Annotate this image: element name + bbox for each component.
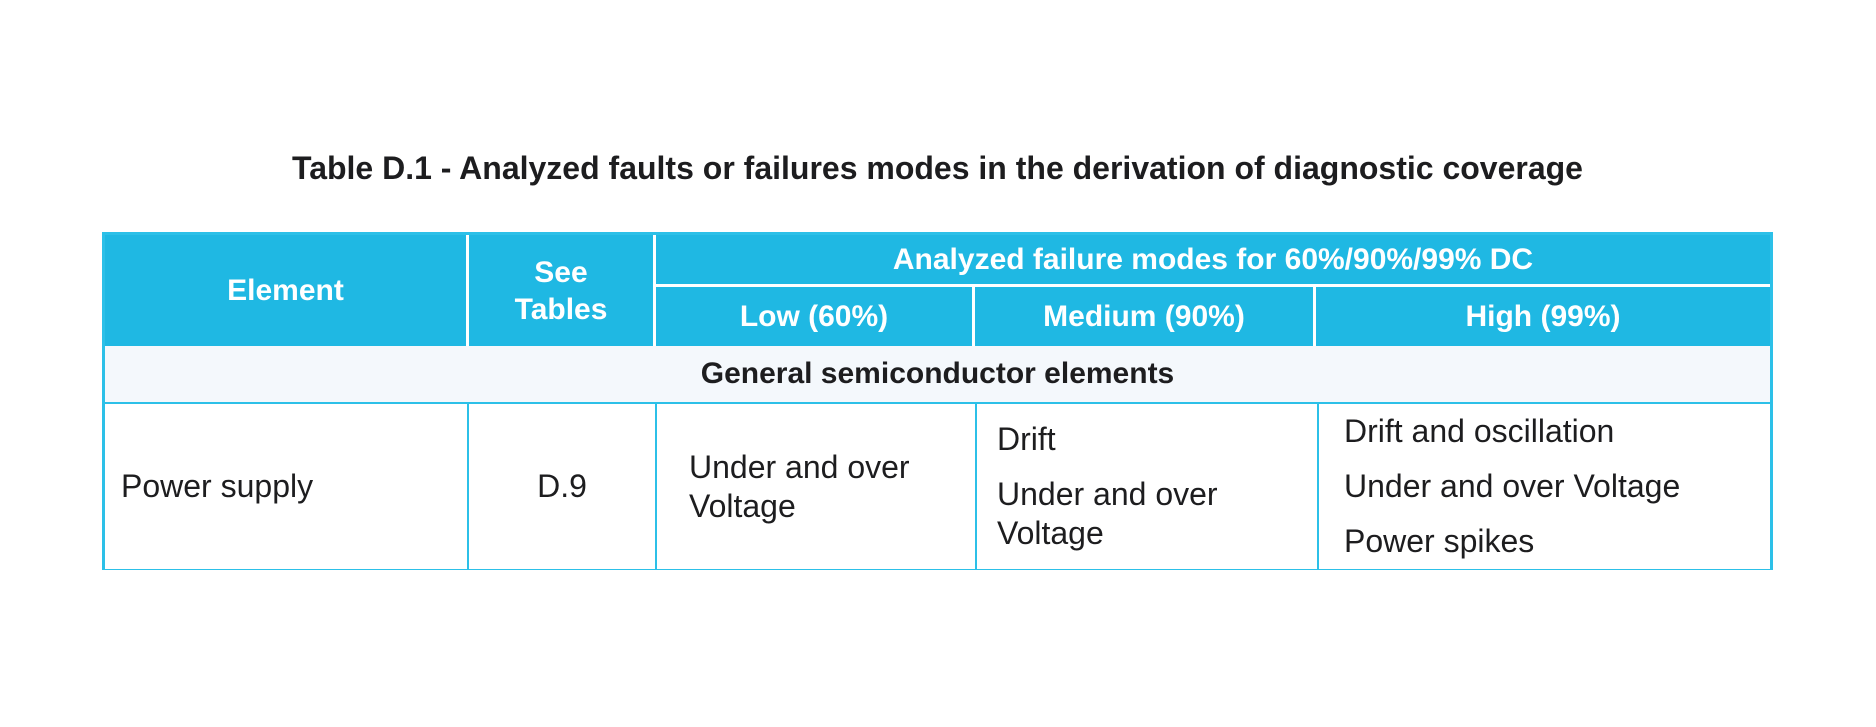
diagnostic-coverage-table: Element See Tables Analyzed failure mode…	[102, 232, 1773, 570]
cell-element: Power supply	[105, 404, 469, 569]
header-medium-90: Medium (90%)	[975, 287, 1316, 346]
header-subrow: Low (60%) Medium (90%) High (99%)	[656, 287, 1770, 346]
cell-see-tables: D.9	[469, 404, 657, 569]
cell-low-failure-modes: Under and over Voltage	[657, 404, 977, 569]
section-row-general-semiconductor: General semiconductor elements	[105, 346, 1770, 404]
table-header-row: Element See Tables Analyzed failure mode…	[105, 235, 1770, 346]
header-see-tables: See Tables	[469, 235, 656, 346]
header-element: Element	[105, 235, 469, 346]
header-low-60: Low (60%)	[656, 287, 975, 346]
table-row-power-supply: Power supply D.9 Under and over Voltage …	[105, 404, 1770, 569]
header-failure-modes-group: Analyzed failure modes for 60%/90%/99% D…	[656, 235, 1770, 346]
header-high-99: High (99%)	[1465, 299, 1621, 333]
header-analyzed-failure-modes: Analyzed failure modes for 60%/90%/99% D…	[656, 235, 1770, 287]
table-caption: Table D.1 - Analyzed faults or failures …	[292, 150, 1583, 186]
